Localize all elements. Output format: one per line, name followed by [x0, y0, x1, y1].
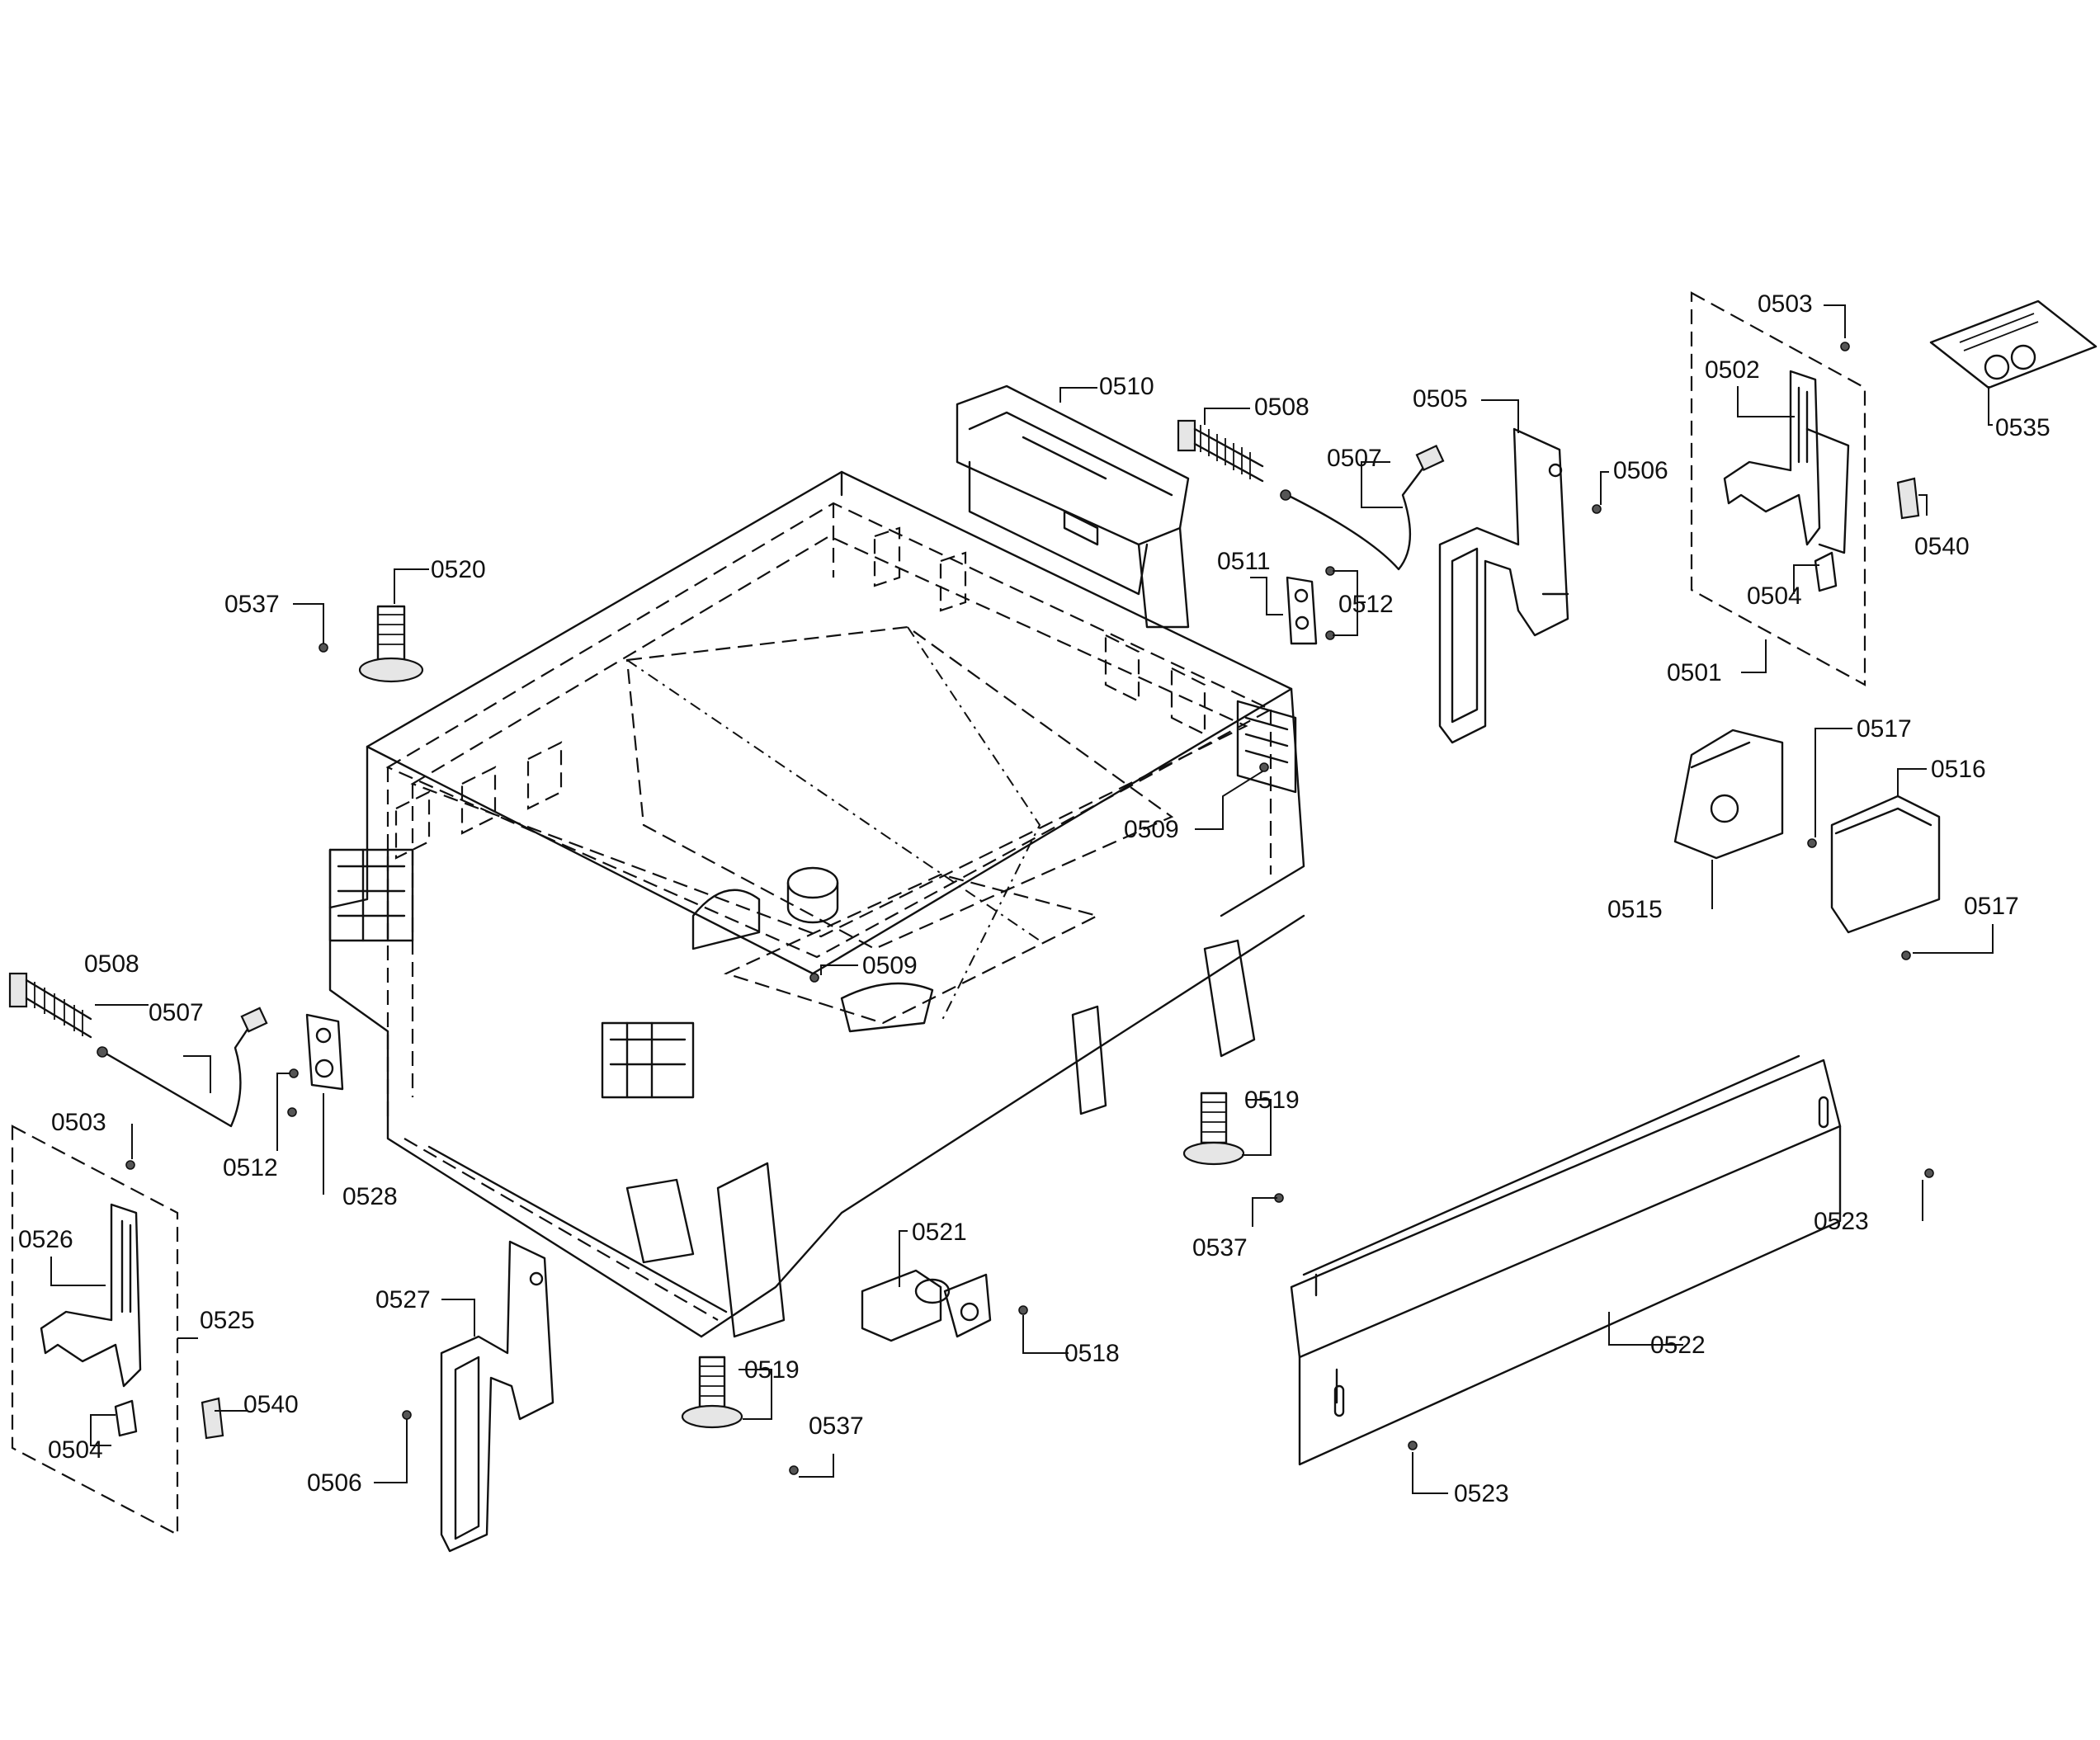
part-0501-hinge-assembly-right: [1690, 291, 1866, 686]
callout-0522: 0522: [1650, 1332, 1706, 1359]
callout-0506: 0506: [1613, 457, 1668, 484]
part-0540-clip-right: [1896, 477, 1920, 520]
part-0521-valve: [861, 1269, 992, 1342]
part-0527-hinge-bracket-left: [440, 1240, 554, 1553]
part-0519-foot-right: [1182, 1092, 1245, 1166]
callout-0527: 0527: [375, 1286, 431, 1313]
callout-0521: 0521: [912, 1219, 967, 1246]
callout-0509: 0509: [1124, 816, 1179, 843]
part-0511-bracket: [1286, 576, 1318, 645]
part-0504-clip-left: [114, 1399, 138, 1437]
callout-0523: 0523: [1814, 1208, 1869, 1235]
callout-0506: 0506: [307, 1469, 362, 1497]
part-0519-foot-lower: [681, 1356, 743, 1429]
part-0528-bracket: [305, 1013, 344, 1091]
callout-0525: 0525: [200, 1307, 255, 1334]
screw-0517b: [1901, 950, 1911, 960]
callout-0516: 0516: [1931, 756, 1986, 783]
part-0508-spring-lower: [8, 972, 92, 1039]
tub-base-frame: [328, 470, 1305, 1338]
screw-0537a: [319, 643, 328, 653]
part-0522-kickplate: [1290, 1054, 1842, 1466]
callout-0515: 0515: [1607, 896, 1663, 923]
screw-0506a: [1592, 504, 1602, 514]
callout-0510: 0510: [1099, 373, 1154, 400]
screw-0503a: [1840, 342, 1850, 351]
callout-0509: 0509: [862, 952, 918, 979]
callout-0512: 0512: [223, 1154, 278, 1181]
callout-0501: 0501: [1667, 659, 1722, 686]
callout-0537: 0537: [224, 591, 280, 618]
callout-0503: 0503: [1758, 290, 1813, 318]
part-0516-cover: [1830, 795, 1941, 934]
callout-0540: 0540: [1914, 533, 1970, 560]
part-0540-clip-left: [201, 1397, 224, 1440]
callout-0502: 0502: [1705, 356, 1760, 384]
callout-0537: 0537: [809, 1412, 864, 1440]
callout-0517: 0517: [1964, 893, 2019, 920]
callout-0511: 0511: [1217, 548, 1271, 575]
callout-0526: 0526: [18, 1226, 73, 1253]
part-0504-clip-right: [1814, 551, 1838, 592]
part-0535-hardware-kit: [1929, 299, 2098, 389]
part-0505-hinge-bracket-right: [1438, 427, 1569, 744]
screw-0509b: [809, 973, 819, 983]
callout-0508: 0508: [1254, 394, 1310, 421]
part-0507-cable-upper: [1280, 444, 1445, 571]
callout-0519: 0519: [1244, 1087, 1300, 1114]
callout-0540: 0540: [243, 1391, 299, 1418]
callout-0503: 0503: [51, 1109, 106, 1136]
screw-0517a: [1807, 838, 1817, 848]
screw-0503b: [125, 1160, 135, 1170]
callout-labels: 0510 0508 0507 0505 0506 0511 0512 0503 …: [18, 290, 2050, 1507]
screw-0523b: [1408, 1441, 1418, 1450]
part-0507-cable-lower: [97, 1007, 268, 1128]
screw-0518: [1018, 1305, 1028, 1315]
callout-0517: 0517: [1857, 715, 1912, 743]
callout-0505: 0505: [1413, 385, 1468, 413]
callout-0535: 0535: [1995, 414, 2050, 441]
screw-0506b: [402, 1410, 412, 1420]
callout-0507: 0507: [1327, 445, 1382, 472]
callout-0523: 0523: [1454, 1480, 1509, 1507]
part-0520-foot: [358, 605, 424, 683]
callout-0504: 0504: [1747, 582, 1802, 610]
screw-0537c: [789, 1465, 799, 1475]
part-0525-hinge-assembly-left: [11, 1125, 179, 1536]
callout-0518: 0518: [1064, 1340, 1120, 1367]
callout-0507: 0507: [149, 999, 204, 1026]
callout-0504: 0504: [48, 1436, 103, 1464]
screws: [125, 342, 1934, 1475]
callout-0537: 0537: [1192, 1234, 1248, 1261]
callout-0519: 0519: [744, 1356, 800, 1384]
callout-0520: 0520: [431, 556, 486, 583]
leader-lines: [50, 304, 1994, 1494]
screw-0509a: [1259, 762, 1269, 772]
part-0515-housing: [1673, 729, 1784, 860]
callout-0508: 0508: [84, 950, 139, 978]
part-0510-detergent-unit: [956, 384, 1190, 629]
screw-0512c: [289, 1068, 299, 1078]
screw-0512d: [287, 1107, 297, 1117]
part-0508-spring-upper: [1177, 419, 1264, 483]
callout-0512: 0512: [1338, 591, 1394, 618]
callout-0528: 0528: [342, 1183, 398, 1210]
screw-0523a: [1924, 1168, 1934, 1178]
